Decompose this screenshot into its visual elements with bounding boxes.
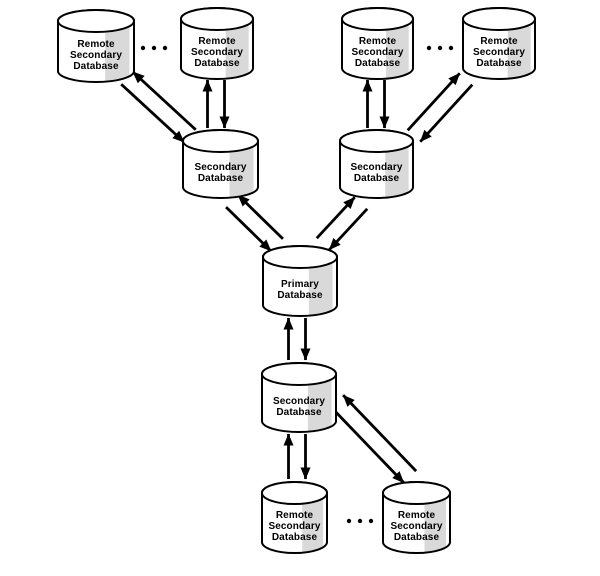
db-cylinder-remote-secondary-bottom-right: [382, 481, 451, 554]
ellipsis-dots-2: [346, 518, 374, 524]
db-cylinder-secondary-left: [182, 129, 259, 199]
arrow-remote-secondary-top-left-1-to-secondary-left: [120, 83, 186, 144]
replication-link-remote-secondary-top-right-1--secondary-right: [362, 79, 390, 129]
replication-link-secondary-left--primary: [225, 193, 284, 253]
replication-link-remote-secondary-top-left-1--secondary-left: [120, 70, 197, 144]
db-cylinder-remote-secondary-top-right-2: [462, 7, 536, 80]
cylinder-top: [180, 7, 254, 31]
arrow-primary-to-secondary-left: [236, 193, 284, 240]
arrow-secondary-left-to-remote-secondary-top-left-1: [131, 70, 197, 131]
arrow-primary-to-secondary-right: [315, 196, 356, 240]
cylinder-top: [382, 481, 451, 505]
cylinder-top: [261, 362, 337, 386]
replication-link-remote-secondary-top-left-2--secondary-left: [202, 79, 230, 129]
replication-link-primary--secondary-bottom: [283, 317, 311, 361]
replication-link-secondary-right--primary: [315, 196, 369, 251]
cylinder-top: [339, 129, 414, 153]
db-cylinder-secondary-bottom: [261, 362, 337, 433]
db-cylinder-remote-secondary-top-left-2: [180, 7, 254, 80]
arrow-secondary-right-to-remote-secondary-top-right-2: [406, 72, 461, 132]
replication-link-secondary-bottom--remote-secondary-bottom-left: [283, 433, 311, 480]
cylinder-top: [462, 7, 536, 31]
db-cylinder-secondary-right: [339, 129, 414, 199]
arrow-secondary-bottom-to-remote-secondary-bottom-right: [329, 405, 405, 484]
arrow-secondary-left-to-primary: [225, 206, 273, 253]
db-cylinder-remote-secondary-bottom-left: [261, 481, 328, 554]
cylinder-top: [262, 245, 338, 269]
ellipsis-dots-1: [426, 45, 454, 51]
cylinder-top: [261, 481, 328, 505]
arrow-secondary-right-to-primary: [328, 207, 369, 251]
replication-link-secondary-bottom--remote-secondary-bottom-right: [329, 394, 418, 484]
cylinder-top: [341, 7, 414, 31]
ellipsis-dots-0: [140, 45, 168, 51]
db-cylinder-primary: [262, 245, 338, 317]
cylinder-top: [182, 129, 259, 153]
replication-link-remote-secondary-top-right-2--secondary-right: [406, 72, 474, 143]
arrow-remote-secondary-bottom-right-to-secondary-bottom: [342, 394, 418, 473]
db-cylinder-remote-secondary-top-right-1: [341, 7, 414, 80]
arrow-remote-secondary-top-right-2-to-secondary-right: [419, 83, 474, 143]
db-cylinder-remote-secondary-top-left-1: [57, 9, 135, 83]
cylinder-top: [57, 9, 135, 33]
